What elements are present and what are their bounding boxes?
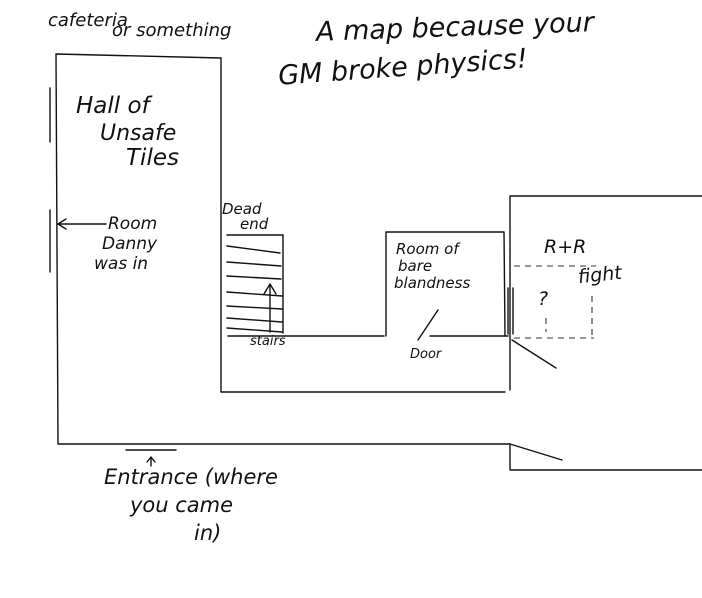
arrow-to-wall: [57, 218, 107, 230]
cafeteria-label-1: cafeteria: [48, 10, 128, 31]
stairs-label: stairs: [250, 334, 286, 349]
room-danny-label-1: Room: [108, 214, 158, 234]
door-line: [417, 309, 439, 341]
stairs-block: [226, 234, 284, 334]
cafeteria-label-2: or something: [112, 20, 232, 41]
entrance-label-3: in): [194, 521, 222, 545]
door-label: Door: [410, 347, 442, 362]
bare-room-label-2: bare: [398, 257, 433, 275]
right-room-door: [507, 287, 514, 335]
entrance-arrow: [146, 456, 156, 467]
hall-label-3: Tiles: [126, 145, 179, 171]
stairs-arrow: [263, 283, 277, 333]
dead-end-label-1: Dead: [222, 200, 262, 218]
hall-outline: [55, 53, 702, 471]
room-danny-label-2: Danny: [102, 234, 158, 254]
bare-room: [385, 231, 506, 337]
hall-label-2: Unsafe: [100, 121, 177, 146]
right-room: [509, 195, 702, 461]
hall-label-1: Hall of: [76, 93, 150, 119]
dead-end-label-2: end: [240, 215, 269, 233]
bare-room-label-1: Room of: [396, 240, 459, 258]
room-danny-label-3: was in: [94, 254, 149, 274]
rr-label: R+R: [544, 236, 587, 258]
entrance-label-2: you came: [130, 493, 234, 517]
fight-question: ?: [538, 288, 549, 310]
bare-room-label-3: blandness: [394, 274, 471, 292]
entrance-label-1: Entrance (where: [104, 465, 278, 489]
